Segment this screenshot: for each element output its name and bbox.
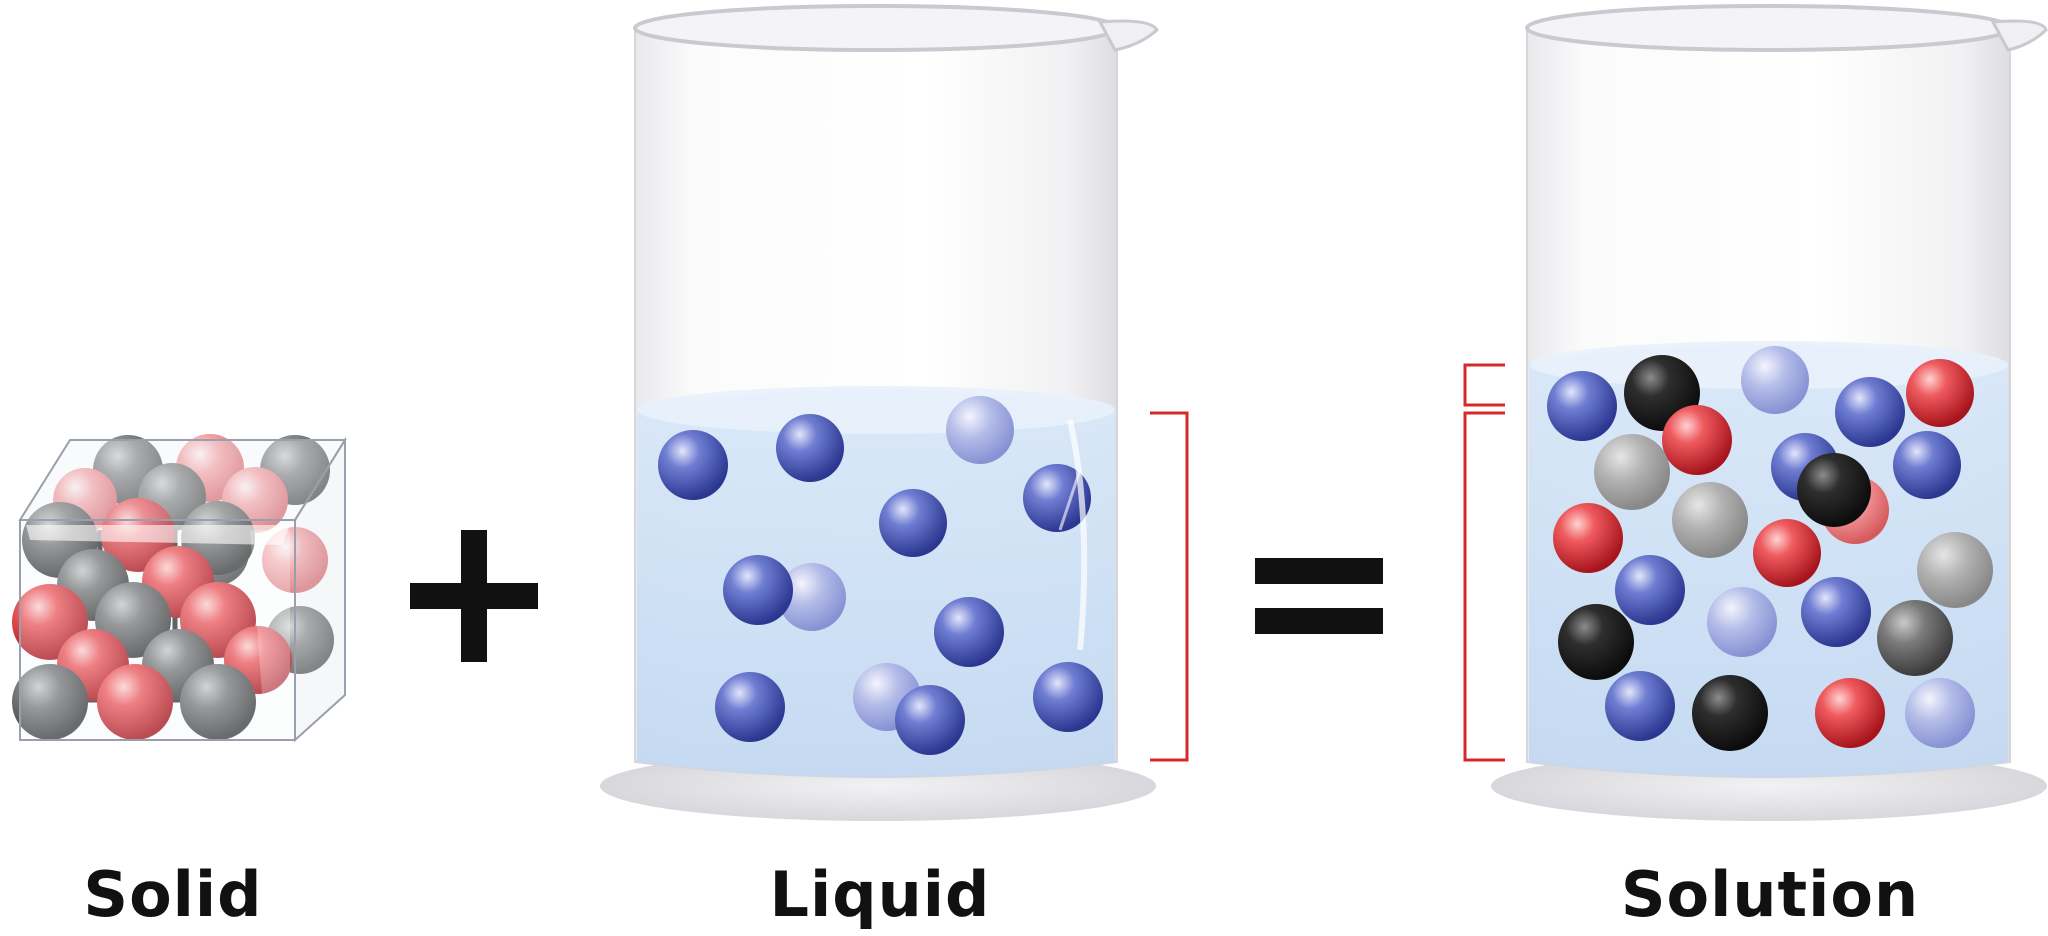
beaker-rim [1525,4,2013,52]
particle-blue [715,672,785,742]
particle-red [1815,678,1885,748]
particle-blue [1801,577,1871,647]
particle-blue [723,555,793,625]
solution-beaker [1491,4,2048,821]
liquid-particles [658,396,1103,755]
particle-blue [934,597,1004,667]
particle-red [1906,359,1974,427]
particle-red [97,664,173,740]
particle-dark [1692,675,1768,751]
particle-blue [776,414,844,482]
particle-blue [658,430,728,500]
beaker-rim [633,4,1119,52]
solution-label: Solution [1620,858,1920,931]
equals-sign [1255,558,1383,634]
solid-crystal-cube [12,434,347,743]
particle-gray [1877,600,1953,676]
plus-sign [410,530,538,662]
particle-blue [1905,678,1975,748]
particle-blue [1605,671,1675,741]
particle-blue [1893,431,1961,499]
solute-bracket [1463,363,1505,407]
particle-red [1753,519,1821,587]
particle-blue [1707,587,1777,657]
particle-dark [1797,453,1871,527]
particle-blue [1835,377,1905,447]
particle-red [1662,405,1732,475]
solvent-bracket [1463,411,1505,762]
liquid-label: Liquid [769,858,991,931]
particle-blue [778,563,846,631]
liquid-surface [637,386,1115,434]
particle-dark [1558,604,1634,680]
beaker-spout [1097,19,1159,52]
particle-gray [1917,532,1993,608]
particle-red [1553,503,1623,573]
particle-blue [1023,464,1091,532]
solution-particles [1547,346,1993,751]
liquid-volume-bracket [1150,411,1189,762]
particle-blue [946,396,1014,464]
particle-blue [879,489,947,557]
particle-gray [12,664,88,740]
particle-gray [1594,434,1670,510]
beaker-spout [1990,19,2048,52]
particle-blue [1547,371,1617,441]
particle-blue [1033,662,1103,732]
particle-blue [1741,346,1809,414]
particle-gray [1672,482,1748,558]
cube-glass-faces [18,436,347,743]
particle-blue [1615,555,1685,625]
solid-label: Solid [83,858,263,931]
particle-blue [895,685,965,755]
particle-gray [180,664,256,740]
liquid-beaker [600,4,1159,821]
